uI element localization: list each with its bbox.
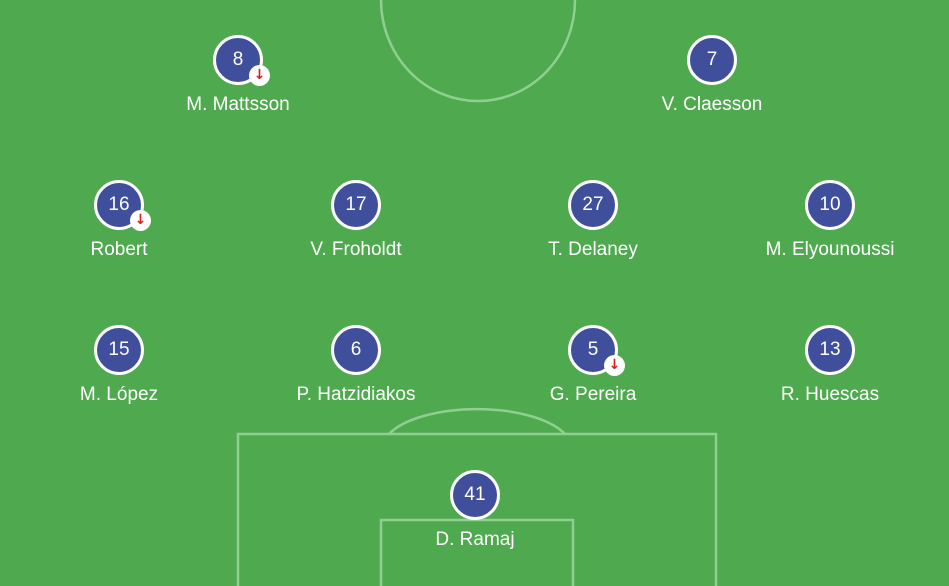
player-card[interactable]: 5 ↓ G. Pereira: [493, 325, 693, 407]
jersey-number-badge: 8 ↓: [213, 35, 270, 86]
player-card[interactable]: 8 ↓ M. Mattsson: [138, 35, 338, 117]
arrow-down-icon: ↓: [604, 355, 625, 376]
jersey-number: 13: [819, 339, 841, 360]
player-name: M. Mattsson: [186, 94, 290, 115]
jersey-number-badge: 5 ↓: [568, 325, 625, 376]
player-name: D. Ramaj: [435, 529, 515, 550]
jersey-number: 41: [464, 484, 486, 505]
jersey-number: 15: [108, 339, 130, 360]
jersey-number: 16: [108, 194, 130, 215]
player-name: V. Claesson: [661, 94, 763, 115]
jersey-number-badge: 6: [331, 325, 381, 375]
arrow-down-icon: ↓: [130, 210, 151, 231]
penalty-area: [236, 432, 718, 586]
jersey-number-badge: 27: [568, 180, 618, 230]
jersey-number: 7: [706, 49, 718, 70]
jersey-number: 17: [345, 194, 367, 215]
player-name: P. Hatzidiakos: [296, 384, 416, 405]
goal-area: [379, 518, 575, 586]
jersey-number: 27: [582, 194, 604, 215]
player-card[interactable]: 17 V. Froholdt: [256, 180, 456, 262]
player-name: Robert: [90, 239, 148, 260]
jersey-number: 5: [587, 339, 599, 360]
player-card[interactable]: 7 V. Claesson: [612, 35, 812, 117]
player-name: M. Elyounoussi: [765, 239, 895, 260]
player-card[interactable]: 13 R. Huescas: [730, 325, 930, 407]
player-name: V. Froholdt: [310, 239, 402, 260]
arrow-down-icon: ↓: [249, 65, 270, 86]
player-name: M. López: [79, 384, 159, 405]
player-card[interactable]: 6 P. Hatzidiakos: [256, 325, 456, 407]
jersey-number: 8: [232, 49, 244, 70]
jersey-number-badge: 10: [805, 180, 855, 230]
center-circle: [379, 0, 577, 103]
penalty-arc: [388, 407, 566, 435]
jersey-number: 10: [819, 194, 841, 215]
jersey-number-badge: 15: [94, 325, 144, 375]
player-card[interactable]: 41 D. Ramaj: [375, 470, 575, 552]
player-name: T. Delaney: [548, 239, 638, 260]
jersey-number-badge: 7: [687, 35, 737, 85]
jersey-number-badge: 17: [331, 180, 381, 230]
player-card[interactable]: 10 M. Elyounoussi: [730, 180, 930, 262]
player-card[interactable]: 27 T. Delaney: [493, 180, 693, 262]
player-card[interactable]: 15 M. López: [19, 325, 219, 407]
jersey-number-badge: 41: [450, 470, 500, 520]
jersey-number-badge: 13: [805, 325, 855, 375]
player-name: R. Huescas: [780, 384, 880, 405]
player-name: G. Pereira: [549, 384, 637, 405]
jersey-number: 6: [350, 339, 362, 360]
player-card[interactable]: 16 ↓ Robert: [19, 180, 219, 262]
jersey-number-badge: 16 ↓: [94, 180, 151, 231]
